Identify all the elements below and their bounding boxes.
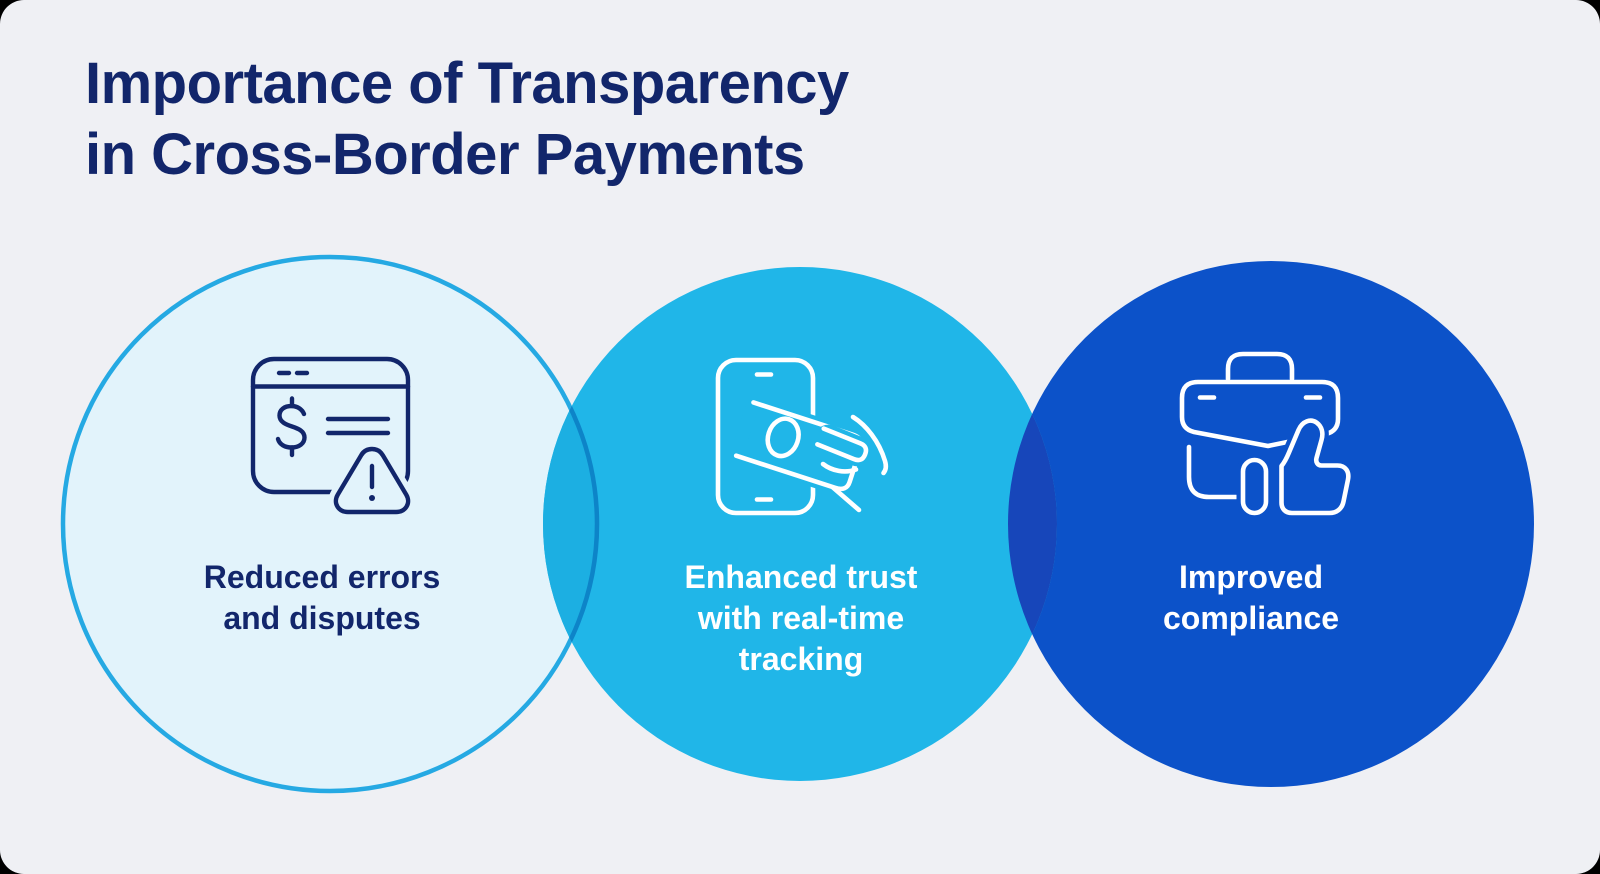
label-real-time-tracking-line-3: tracking <box>738 641 864 677</box>
briefcase-latch <box>1236 453 1273 520</box>
label-improved-compliance-line-1: Improved <box>1178 559 1324 595</box>
page-title-line-1: Importance of Transparency <box>85 51 849 116</box>
circle-reduced-errors <box>63 257 597 791</box>
briefcase-handle <box>1225 351 1295 382</box>
label-real-time-tracking-line-2: with real-time <box>697 600 905 636</box>
circle-improved-compliance <box>1008 261 1534 787</box>
circle-real-time-tracking <box>543 267 1057 781</box>
page-title-line-2: in Cross-Border Payments <box>85 122 805 187</box>
page-title: Importance of Transparency in Cross-Bord… <box>85 48 849 190</box>
label-real-time-tracking-line-1: Enhanced trust <box>684 559 918 595</box>
phone-card-hand-icon <box>715 357 889 516</box>
briefcase-thumbs-up-icon <box>1179 351 1355 520</box>
circle-overlaps <box>543 267 1057 781</box>
label-improved-compliance-line-2: compliance <box>1162 600 1340 636</box>
browser-window <box>250 356 411 495</box>
label-reduced-errors: Reduced errors and disputes <box>204 557 441 639</box>
card-oval <box>765 416 801 459</box>
label-real-time-tracking: Enhanced trust with real-time tracking <box>685 557 918 680</box>
browser-dollar-warning-icon <box>250 356 416 520</box>
hand-fingers <box>813 414 889 513</box>
briefcase-body <box>1186 444 1239 500</box>
label-improved-compliance: Improved compliance <box>1163 557 1339 639</box>
dollar-sign <box>275 396 307 458</box>
thumbs-up-icon <box>1275 414 1355 520</box>
label-reduced-errors-line-2: and disputes <box>223 600 421 636</box>
warning-triangle-icon <box>328 441 416 520</box>
label-reduced-errors-line-1: Reduced errors <box>203 559 441 595</box>
circle-reduced-errors-ring-dark <box>543 267 600 781</box>
